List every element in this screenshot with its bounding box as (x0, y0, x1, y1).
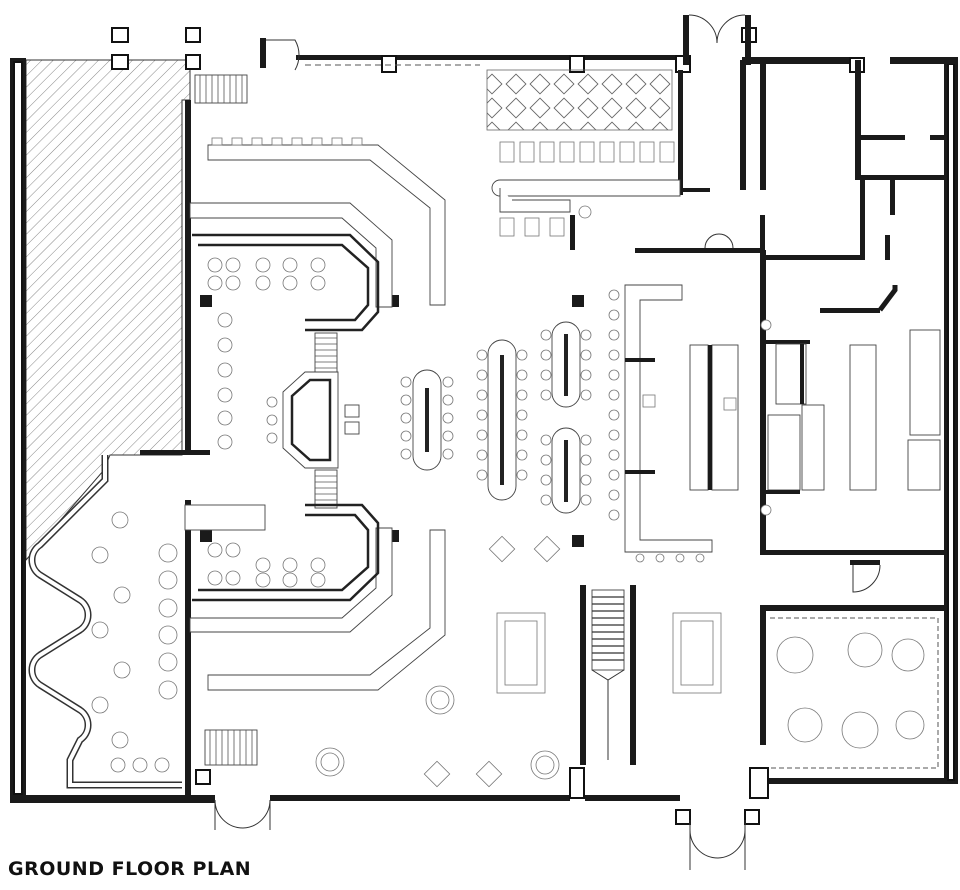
hatched-terrace (25, 59, 191, 562)
kitchen-area (760, 250, 945, 555)
plan-title: GROUND FLOOR PLAN (8, 858, 252, 880)
pool-tables (496, 612, 722, 694)
upper-lounge (305, 64, 683, 237)
stairs (194, 74, 636, 766)
back-of-house-walls (570, 60, 945, 313)
structural-columns (111, 27, 865, 825)
exterior-walls (10, 55, 958, 803)
octagon-bar (282, 371, 360, 469)
cafe-tables (315, 535, 561, 788)
private-dining-room (760, 560, 945, 769)
bar-seating (207, 257, 326, 588)
lounge-dining (28, 455, 182, 789)
entrance-doors (214, 14, 751, 870)
communal-tables (400, 289, 620, 521)
service-bar (624, 284, 739, 563)
lower-bar-counter (184, 503, 446, 691)
upper-bar-counter (189, 137, 446, 332)
